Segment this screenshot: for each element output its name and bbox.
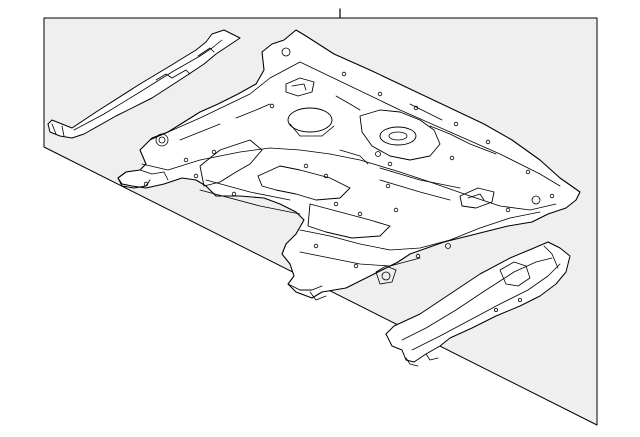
left-side-rail[interactable] — [47, 29, 241, 139]
right-side-rail[interactable] — [385, 241, 571, 367]
floor-pan-assembly[interactable] — [117, 29, 581, 301]
